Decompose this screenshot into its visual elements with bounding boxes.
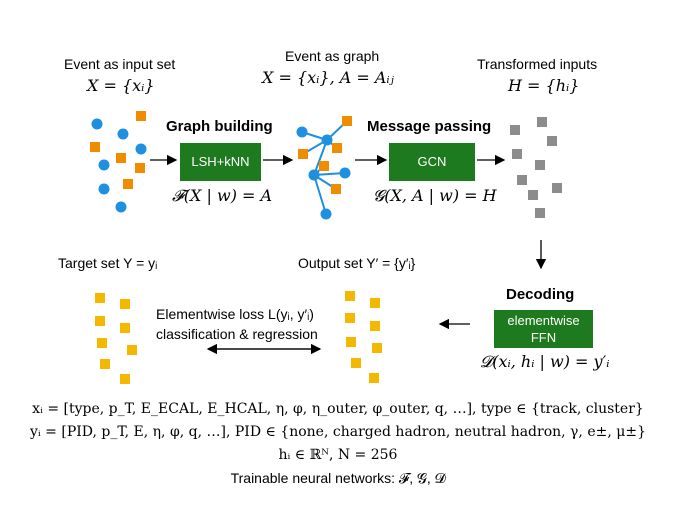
graph-title: Event as graph [285,48,380,64]
elementwise-ffn-box: elementwise FFN [494,310,593,348]
message-passing-formula: 𝓖(X, A | w) = H [373,186,497,205]
decoding-formula: 𝓓(xᵢ, hᵢ | w) = y′ᵢ [480,352,610,371]
decoding-title: Decoding [506,286,575,303]
transformed-math: H = {hᵢ} [508,76,580,95]
graph-math: X = {xᵢ}, A = Aᵢⱼ [262,68,394,87]
footer-trainable: Trainable neural networks: 𝓕, 𝓖, 𝓓 [230,470,446,486]
input-set-math: X = {xᵢ} [87,76,155,95]
loss-sublabel: classification & regression [156,326,318,342]
gcn-box: GCN [389,143,475,181]
target-set-label: Target set Y = yᵢ [58,255,158,271]
flow-arrows [150,154,547,355]
transformed-title: Transformed inputs [477,56,598,72]
lsh-knn-label: LSH+kNN [191,154,250,169]
gcn-label: GCN [417,154,447,169]
ffn-label-line1: elementwise [507,313,580,328]
output-set-nodes [345,291,382,383]
graph-building-title: Graph building [166,118,273,135]
footer-x-definition: xᵢ = [type, p_T, E_ECAL, E_HCAL, η, φ, η… [32,401,644,417]
transformed-nodes [510,117,562,218]
footer-y-definition: yᵢ = [PID, p_T, E, η, φ, q, …], PID ∈ {n… [30,424,646,440]
message-passing-title: Message passing [367,118,492,135]
target-set-nodes [95,293,137,384]
output-set-label: Output set Y′ = {y′ᵢ} [298,255,416,271]
footer-h-definition: hᵢ ∈ ℝᴺ, N = 256 [278,447,398,463]
graph-nodes [296,116,352,220]
input-set-title: Event as input set [64,56,176,72]
graph-building-formula: 𝓕(X | w) = A [172,186,273,205]
ffn-label-line2: FFN [530,330,557,345]
lsh-knn-box: LSH+kNN [180,143,261,181]
loss-label: Elementwise loss L(yᵢ, y′ᵢ) [156,306,314,322]
input-set-nodes [90,111,147,213]
